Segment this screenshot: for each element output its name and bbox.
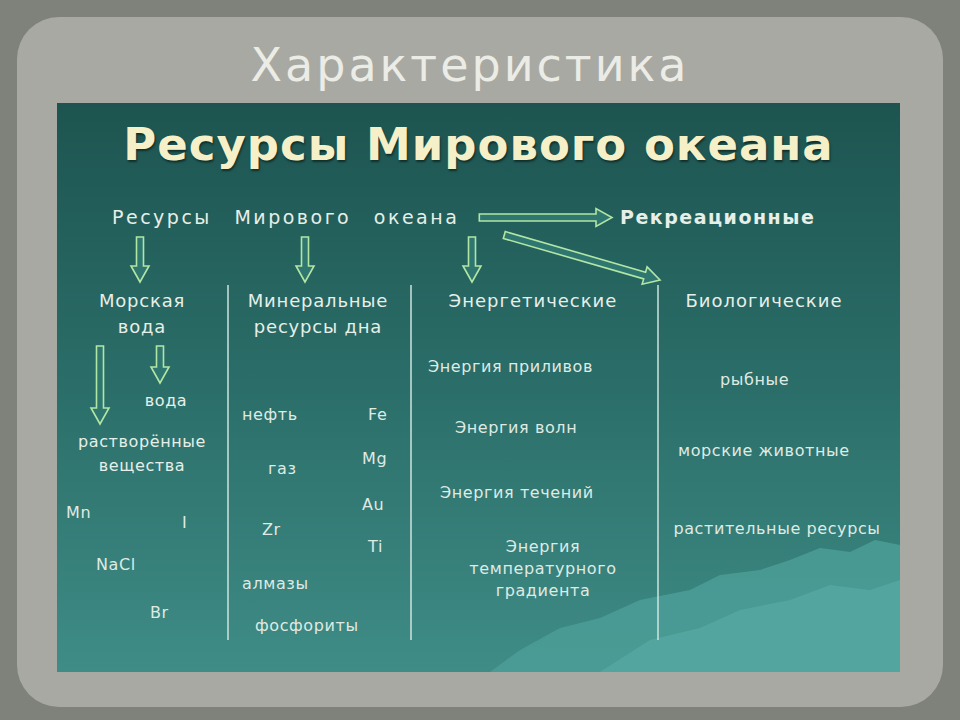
hollow-arrow — [91, 346, 109, 424]
panel — [57, 103, 900, 672]
resource-item: Энергия приливов — [428, 356, 593, 378]
node-text: растворённые вещества — [58, 430, 226, 478]
hollow-arrow — [463, 237, 481, 282]
category-heading: Рекреационные — [620, 202, 815, 233]
resource-item: Zr — [262, 519, 281, 541]
resource-item: Au — [362, 494, 384, 516]
resource-item: Fe — [368, 404, 387, 426]
resource-item: I — [182, 512, 187, 534]
category-heading: Энергетические — [420, 286, 646, 316]
root-heading: Ресурсы Мирового океана — [112, 202, 459, 233]
node-text: Рекреационные — [620, 204, 815, 231]
separator-line — [227, 285, 229, 640]
category-heading: Морская вода — [78, 286, 206, 342]
resource-item: фосфориты — [255, 615, 359, 637]
category-heading: вода — [135, 387, 197, 415]
node-text: Биологические — [664, 288, 864, 314]
category-heading: Биологические — [664, 286, 864, 316]
frame — [17, 17, 943, 707]
resource-item: NaCl — [96, 554, 136, 576]
hollow-arrow — [131, 237, 149, 282]
mountains — [600, 580, 900, 672]
separator-line — [657, 285, 659, 640]
slide-title: Характеристика — [0, 38, 940, 92]
resource-item: растительные ресурсы — [672, 518, 882, 540]
hollow-arrow — [503, 232, 660, 285]
resource-item: Mg — [362, 448, 387, 470]
diagram-title: Ресурсы Мирового океана — [57, 118, 900, 171]
resource-item: алмазы — [242, 573, 309, 595]
resource-item: рыбные — [720, 369, 789, 391]
resource-item: Энергия течений — [440, 482, 594, 504]
resource-item: Энергия волн — [455, 417, 577, 439]
resource-item: нефть — [242, 404, 298, 426]
category-heading: растворённые вещества — [58, 428, 226, 480]
category-heading: Минеральные ресурсы дна — [229, 286, 407, 342]
resource-item: морские животные — [678, 440, 850, 462]
node-text: Ресурсы Мирового океана — [112, 204, 459, 231]
node-text: Морская вода — [78, 288, 206, 340]
node-text: Минеральные ресурсы дна — [229, 288, 407, 340]
separator-line — [410, 285, 412, 640]
node-text: Энергетические — [420, 288, 646, 314]
resource-item: газ — [268, 458, 297, 480]
resource-item: Ti — [368, 536, 383, 558]
resource-item: Mn — [66, 502, 91, 524]
hollow-arrow — [296, 237, 314, 282]
resource-item: Энергия температурного градиента — [432, 536, 654, 602]
resource-item: Br — [150, 602, 169, 624]
node-text: вода — [135, 389, 197, 413]
hollow-arrow — [151, 346, 169, 383]
hollow-arrow — [479, 209, 612, 227]
